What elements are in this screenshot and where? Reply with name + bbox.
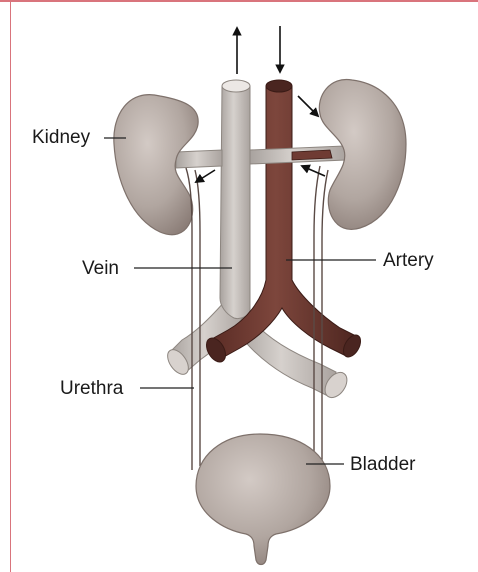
bladder-label: Bladder: [350, 455, 416, 474]
artery-label: Artery: [383, 251, 434, 270]
vein-label: Vein: [82, 259, 119, 278]
renal-artery-arrow-icon: [298, 96, 318, 116]
renal-vein-arrow-icon: [196, 170, 215, 182]
bladder: [196, 434, 330, 565]
kidney-label: Kidney: [32, 128, 90, 147]
urethra-label: Urethra: [60, 379, 123, 398]
renal-return-arrow-icon: [302, 166, 325, 176]
renal-vessels: [176, 146, 346, 168]
vein-trunk: [220, 80, 250, 319]
